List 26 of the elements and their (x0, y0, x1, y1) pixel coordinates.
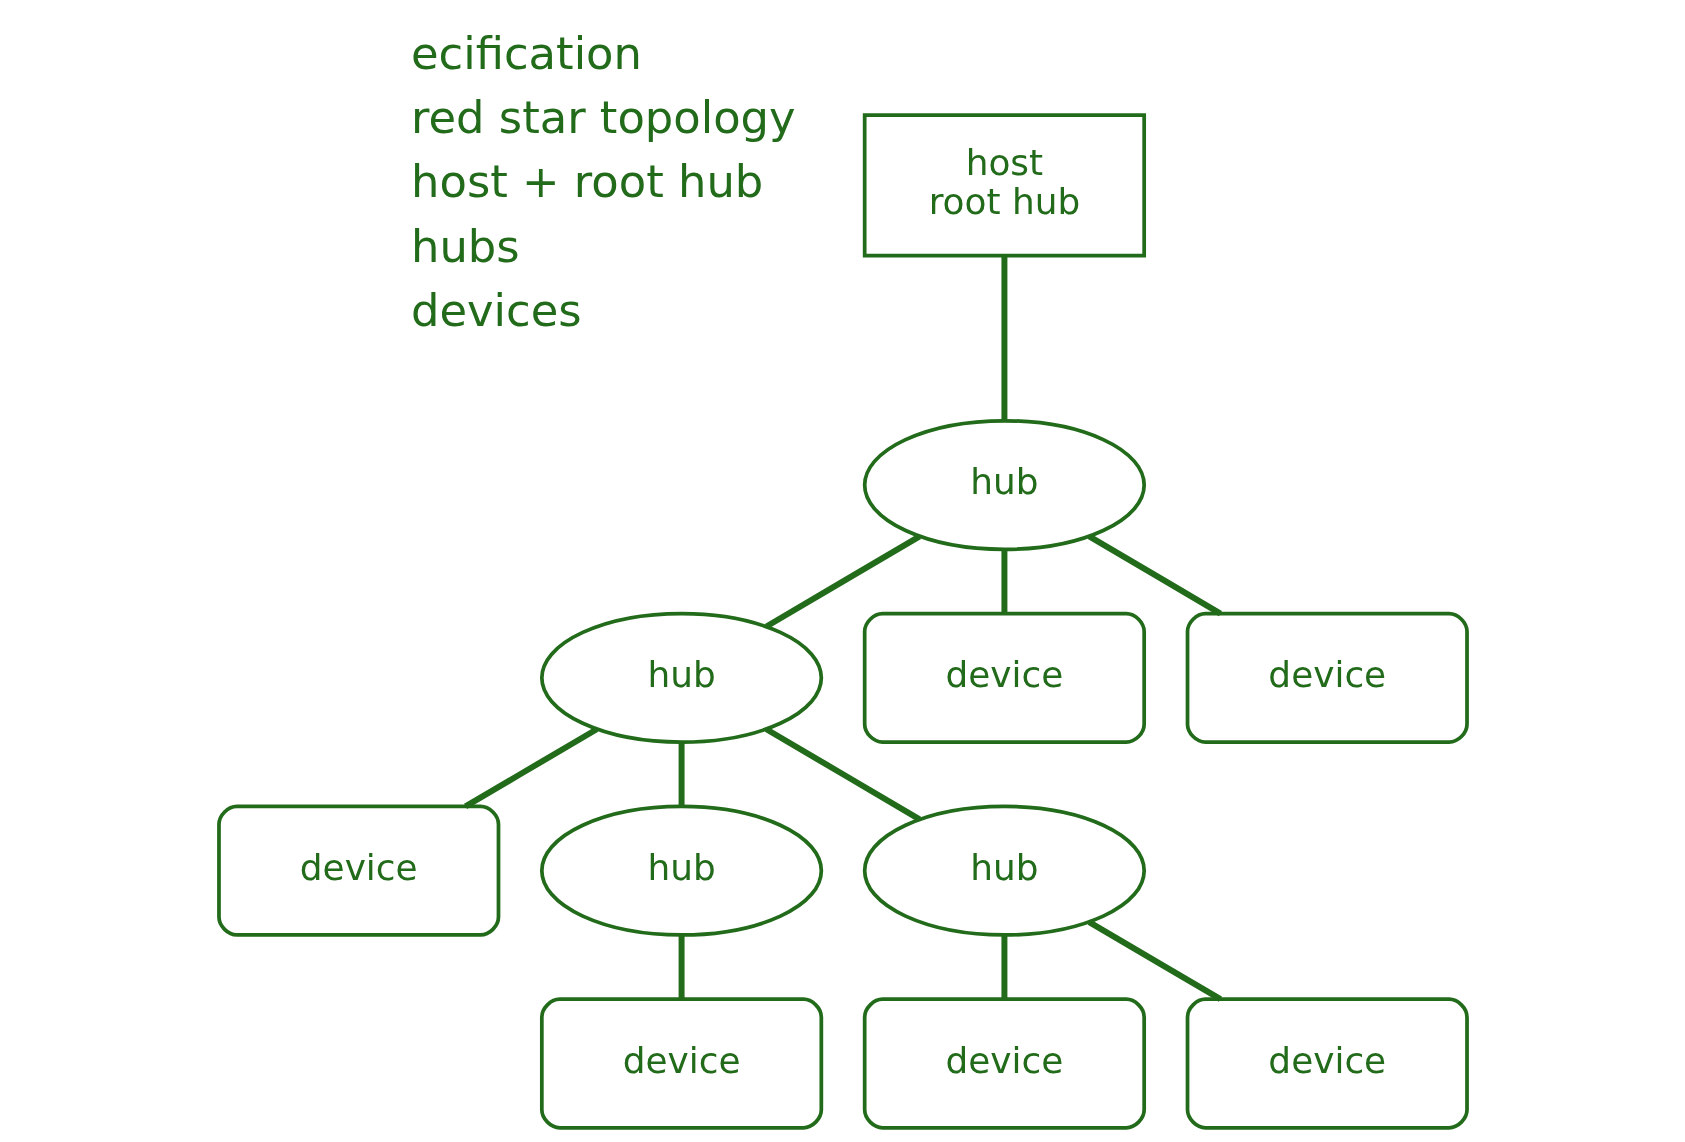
connector (678, 935, 685, 1000)
connector (1000, 549, 1007, 614)
node-ellipse: hub (862, 804, 1146, 937)
connector (764, 533, 921, 630)
node-ellipse: hub (862, 418, 1146, 552)
node-box: device (539, 997, 823, 1130)
node-box: device (862, 997, 1146, 1130)
connector (1000, 935, 1007, 1000)
connector (1087, 533, 1222, 617)
node-box: device (1185, 997, 1469, 1130)
connector (1087, 919, 1222, 1002)
connector (764, 726, 921, 822)
label: hubs (410, 219, 520, 273)
label: host + root hub (410, 155, 763, 209)
label: devices (410, 283, 582, 337)
node-ellipse: hub (539, 611, 823, 744)
label: red star topology (410, 91, 796, 145)
label: ecification (410, 26, 642, 80)
connector (1000, 255, 1007, 421)
connector (463, 726, 598, 809)
node-box: device (1185, 611, 1469, 744)
node-ellipse: hub (539, 804, 823, 937)
node-box: device (862, 611, 1146, 744)
connector (678, 742, 685, 807)
node-box: host root hub (862, 113, 1146, 258)
node-box: device (216, 804, 500, 937)
